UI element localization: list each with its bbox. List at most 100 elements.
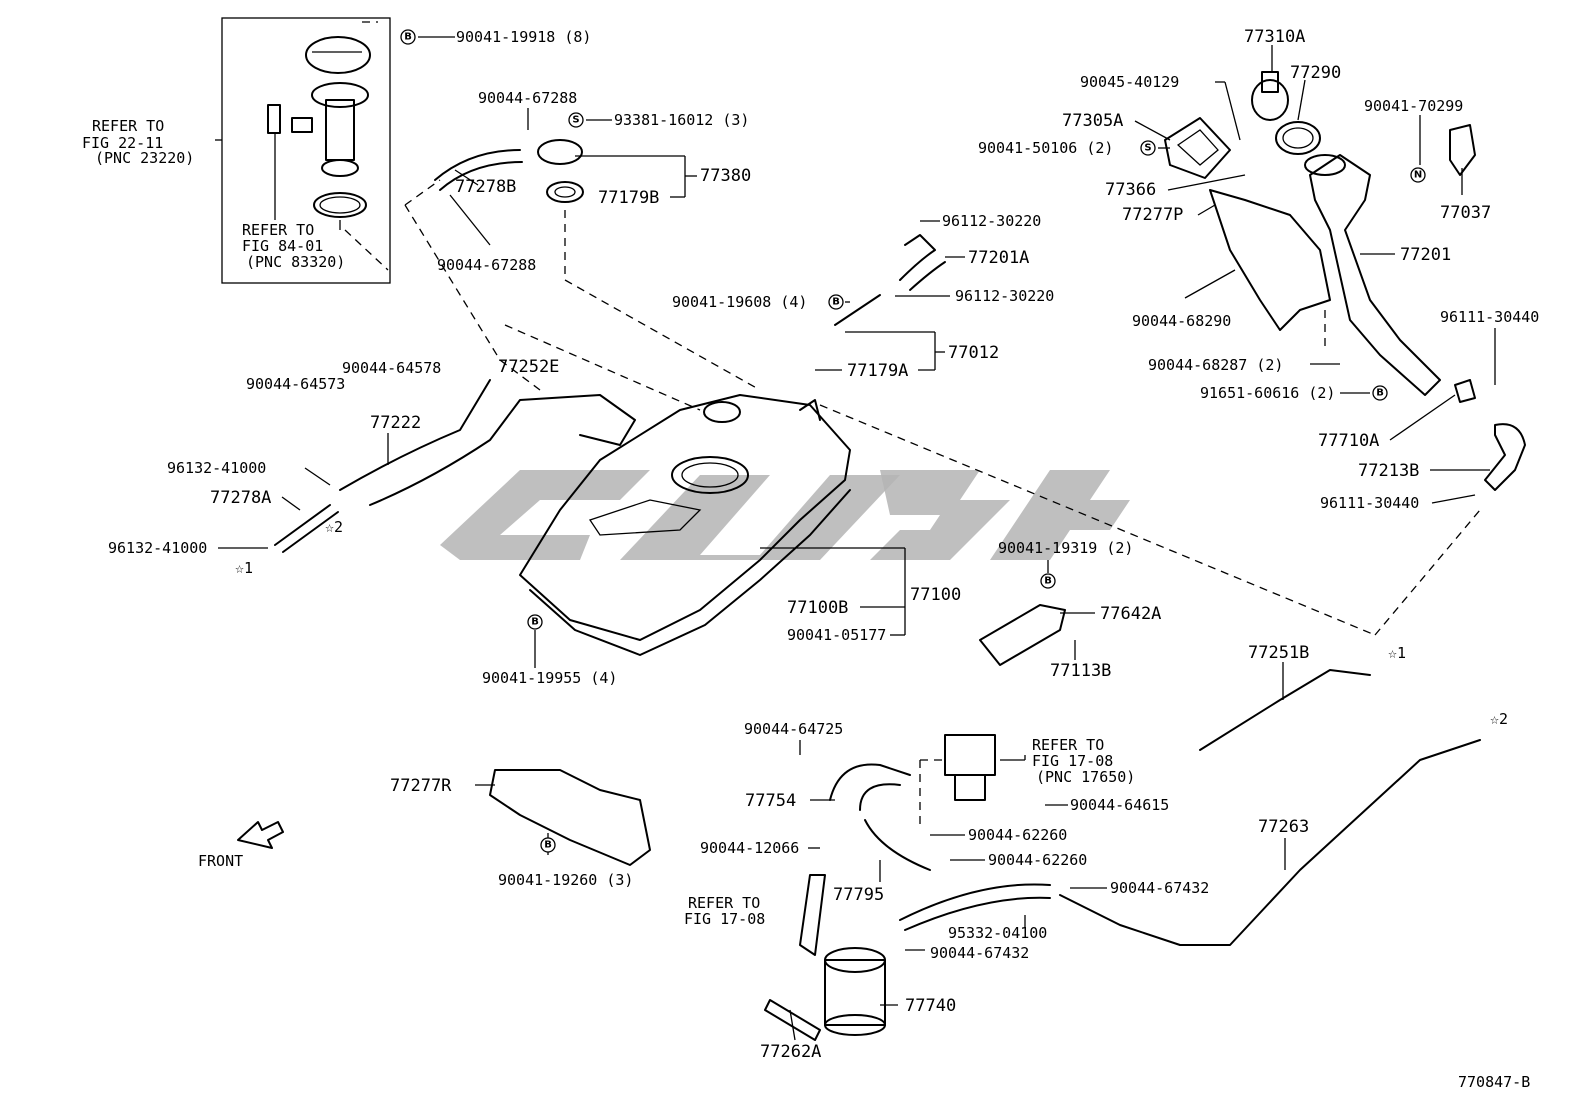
label-90041-70299: 90041-70299 [1364, 97, 1463, 115]
filler-pipe-77201 [1304, 154, 1441, 396]
label-90041-19608: 90041-19608 (4) [672, 293, 807, 311]
label-77252e: 77252E [498, 357, 559, 377]
label-90041-05177: 90041-05177 [787, 626, 886, 644]
label-90044-67432-a: 90044-67432 [1110, 879, 1209, 897]
label-77262a: 77262A [760, 1042, 821, 1062]
label-77179b: 77179B [598, 188, 659, 208]
hose-77213b [1454, 379, 1526, 491]
label-77113b: 77113B [1050, 661, 1111, 681]
svg-text:B: B [832, 297, 840, 308]
label-93381-16012: 93381-16012 (3) [614, 111, 749, 129]
svg-text:B: B [1044, 576, 1052, 587]
label-90044-64725: 90044-64725 [744, 720, 843, 738]
sender-gauge-77380 [537, 139, 584, 203]
label-77278a: 77278A [210, 488, 271, 508]
vent-tubes-left [274, 379, 636, 553]
label-90044-67288-mid: 90044-67288 [437, 256, 536, 274]
refer-fig-22-11-line3: (PNC 23220) [95, 149, 194, 167]
label-77277p: 77277P [1122, 205, 1183, 225]
label-77278b: 77278B [455, 177, 516, 197]
label-77795: 77795 [833, 885, 884, 905]
front-arrow-icon [237, 821, 284, 849]
bolt-symbol: B [828, 294, 844, 310]
label-77100: 77100 [910, 585, 961, 605]
label-77642a: 77642A [1100, 604, 1161, 624]
label-96132-41000-top: 96132-41000 [167, 459, 266, 477]
screw-symbol: S [1140, 140, 1156, 156]
refer-fig-84-01-line2: FIG 84-01 [242, 237, 323, 255]
label-95332-04100: 95332-04100 [948, 924, 1047, 942]
label-91651-60616: 91651-60616 (2) [1200, 384, 1335, 402]
label-96112-30220-bot: 96112-30220 [955, 287, 1054, 305]
label-90044-62260-a: 90044-62260 [968, 826, 1067, 844]
svg-text:B: B [544, 840, 552, 851]
bolt-symbol: B [527, 614, 543, 630]
refer-fig-22-11-line2: FIG 22-11 [82, 134, 163, 152]
label-90044-62260-b: 90044-62260 [988, 851, 1087, 869]
label-96132-41000-bot: 96132-41000 [108, 539, 207, 557]
svg-text:B: B [404, 32, 412, 43]
refer-fig-84-01-line3: (PNC 83320) [246, 253, 345, 271]
refer-fig-22-11-line1: REFER TO [92, 117, 164, 135]
label-90044-12066: 90044-12066 [700, 839, 799, 857]
label-77037: 77037 [1440, 203, 1491, 223]
protector-77277r [489, 769, 651, 866]
label-77201a: 77201A [968, 248, 1029, 268]
nut-symbol: N [1410, 167, 1426, 183]
watermark-logo [440, 470, 1130, 560]
label-77366: 77366 [1105, 180, 1156, 200]
refer-fig-17-08-pnc-line3: (PNC 17650) [1036, 768, 1135, 786]
fuel-pump-inset-box [221, 17, 391, 284]
charcoal-canister-77740 [764, 947, 886, 1041]
label-90044-67288-top: 90044-67288 [478, 89, 577, 107]
svg-text:S: S [1144, 143, 1151, 154]
refer-fig-17-08-line1: REFER TO [688, 894, 760, 912]
label-90041-19918: 90041-19918 (8) [456, 28, 591, 46]
label-77740: 77740 [905, 996, 956, 1016]
svg-text:B: B [1376, 388, 1384, 399]
label-90044-68287: 90044-68287 (2) [1148, 356, 1283, 374]
hose-77278b [434, 149, 523, 191]
label-96111-30440-bot: 96111-30440 [1320, 494, 1419, 512]
label-77179a: 77179A [847, 361, 908, 381]
label-96111-30440-top: 96111-30440 [1440, 308, 1539, 326]
refer-notes: REFER TO FIG 22-11 (PNC 23220) REFER TO … [82, 117, 1135, 928]
part-labels: 90041-19918 (8) 90044-67288 93381-16012 … [108, 27, 1539, 1091]
label-77012: 77012 [948, 343, 999, 363]
label-90044-64573: 90044-64573 [246, 375, 345, 393]
bolt-symbol: B [540, 837, 556, 853]
label-77380: 77380 [700, 166, 751, 186]
svg-text:S: S [572, 115, 579, 126]
label-90041-19319: 90041-19319 (2) [998, 539, 1133, 557]
filler-housing-77305a [1164, 117, 1231, 179]
protector-77277p [1209, 189, 1331, 331]
label-77710a: 77710A [1318, 431, 1379, 451]
callout-leaders [215, 36, 1496, 1041]
evap-hoses [799, 763, 1051, 956]
label-96112-30220-top: 96112-30220 [942, 212, 1041, 230]
label-77277r: 77277R [390, 776, 452, 796]
label-90041-50106: 90041-50106 (2) [978, 139, 1113, 157]
bolt-symbol: B [1040, 573, 1056, 589]
label-77310a: 77310A [1244, 27, 1305, 47]
label-90041-19955: 90041-19955 (4) [482, 669, 617, 687]
label-90044-67432-b: 90044-67432 [930, 944, 1029, 962]
fastener-symbols: B S B B S N B B B [400, 29, 1426, 853]
label-90044-68290: 90044-68290 [1132, 312, 1231, 330]
bolt-symbol: B [1372, 385, 1388, 401]
refer-fig-84-01-line1: REFER TO [242, 221, 314, 239]
svg-text:N: N [1414, 170, 1422, 181]
mark-star2-right: ☆2 [1490, 710, 1508, 728]
label-90044-64578: 90044-64578 [342, 359, 441, 377]
dashed-reference-lines [344, 179, 1481, 830]
label-77263: 77263 [1258, 817, 1309, 837]
bracket-77037 [1449, 124, 1476, 176]
label-77290: 77290 [1290, 63, 1341, 83]
label-front: FRONT [198, 852, 243, 870]
label-77305a: 77305A [1062, 111, 1123, 131]
refer-fig-17-08-pnc-line1: REFER TO [1032, 736, 1104, 754]
label-90045-40129: 90045-40129 [1080, 73, 1179, 91]
label-77251b: 77251B [1248, 643, 1309, 663]
fuel-cap-77310a [1251, 71, 1321, 155]
